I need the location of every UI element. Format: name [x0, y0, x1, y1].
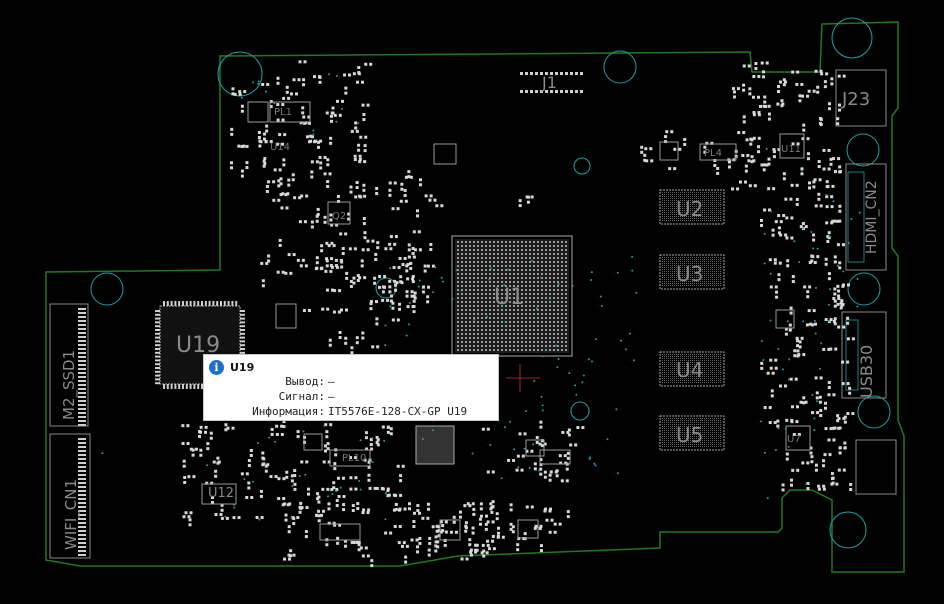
label-u7: U7	[787, 434, 801, 445]
selection-crosshair	[506, 364, 540, 392]
label-u2: U2	[676, 197, 703, 221]
tooltip-row-signal: Сигнал: —	[204, 390, 500, 404]
info-icon: i	[209, 359, 224, 375]
chip-u7-lower	[415, 425, 455, 465]
tooltip-title: U19	[230, 360, 255, 374]
label-u3: U3	[676, 262, 703, 286]
mounting-holes	[90, 17, 891, 549]
label-pl10: PL10	[342, 453, 366, 464]
board-outline	[45, 21, 905, 573]
label-hdmi: HDMI_CN2	[864, 180, 880, 254]
tooltip-value: —	[328, 375, 335, 388]
tooltip-row-info: Информация: IT5576E-128-CX-GP U19	[204, 405, 500, 419]
label-m2ssd: M2_SSD1	[60, 350, 79, 420]
tooltip-header: i U19	[209, 359, 254, 375]
component-labels: J1 J23 U1 U2 U3 U4 U5 U7 U11 U12 U14 U19…	[60, 73, 880, 550]
label-pl4: PL4	[704, 148, 722, 159]
tooltip-key: Информация:	[252, 405, 325, 418]
label-u12: U12	[208, 486, 234, 501]
tooltip-key: Сигнал:	[278, 390, 325, 403]
component-info-tooltip: i U19 Вывод: — Сигнал: — Информация: IT5…	[203, 354, 499, 421]
label-u11: U11	[781, 144, 801, 155]
left-slot-connectors	[49, 303, 91, 559]
label-usb30: USB30	[857, 345, 876, 398]
bga-balls	[457, 241, 567, 351]
label-q2: Q2	[332, 211, 346, 222]
label-pl1: PL1	[274, 107, 292, 118]
tooltip-value: —	[328, 390, 335, 403]
tooltip-row-pin: Вывод: —	[204, 375, 500, 389]
tooltip-value: IT5576E-128-CX-GP U19	[328, 405, 468, 418]
label-u1: U1	[494, 285, 524, 310]
label-j23: J23	[841, 89, 870, 110]
right-connectors	[835, 69, 897, 495]
tooltip-key: Вывод:	[285, 375, 325, 388]
label-u14: U14	[270, 142, 290, 153]
label-u19: U19	[176, 333, 220, 358]
label-j1: J1	[541, 73, 557, 92]
label-wifi: WIFI_CN1	[62, 479, 81, 550]
memory-chips	[659, 189, 725, 451]
pads-layer	[78, 60, 855, 568]
label-u5: U5	[676, 423, 703, 447]
connector-inner-outlines	[845, 171, 865, 391]
label-u4: U4	[676, 358, 703, 382]
